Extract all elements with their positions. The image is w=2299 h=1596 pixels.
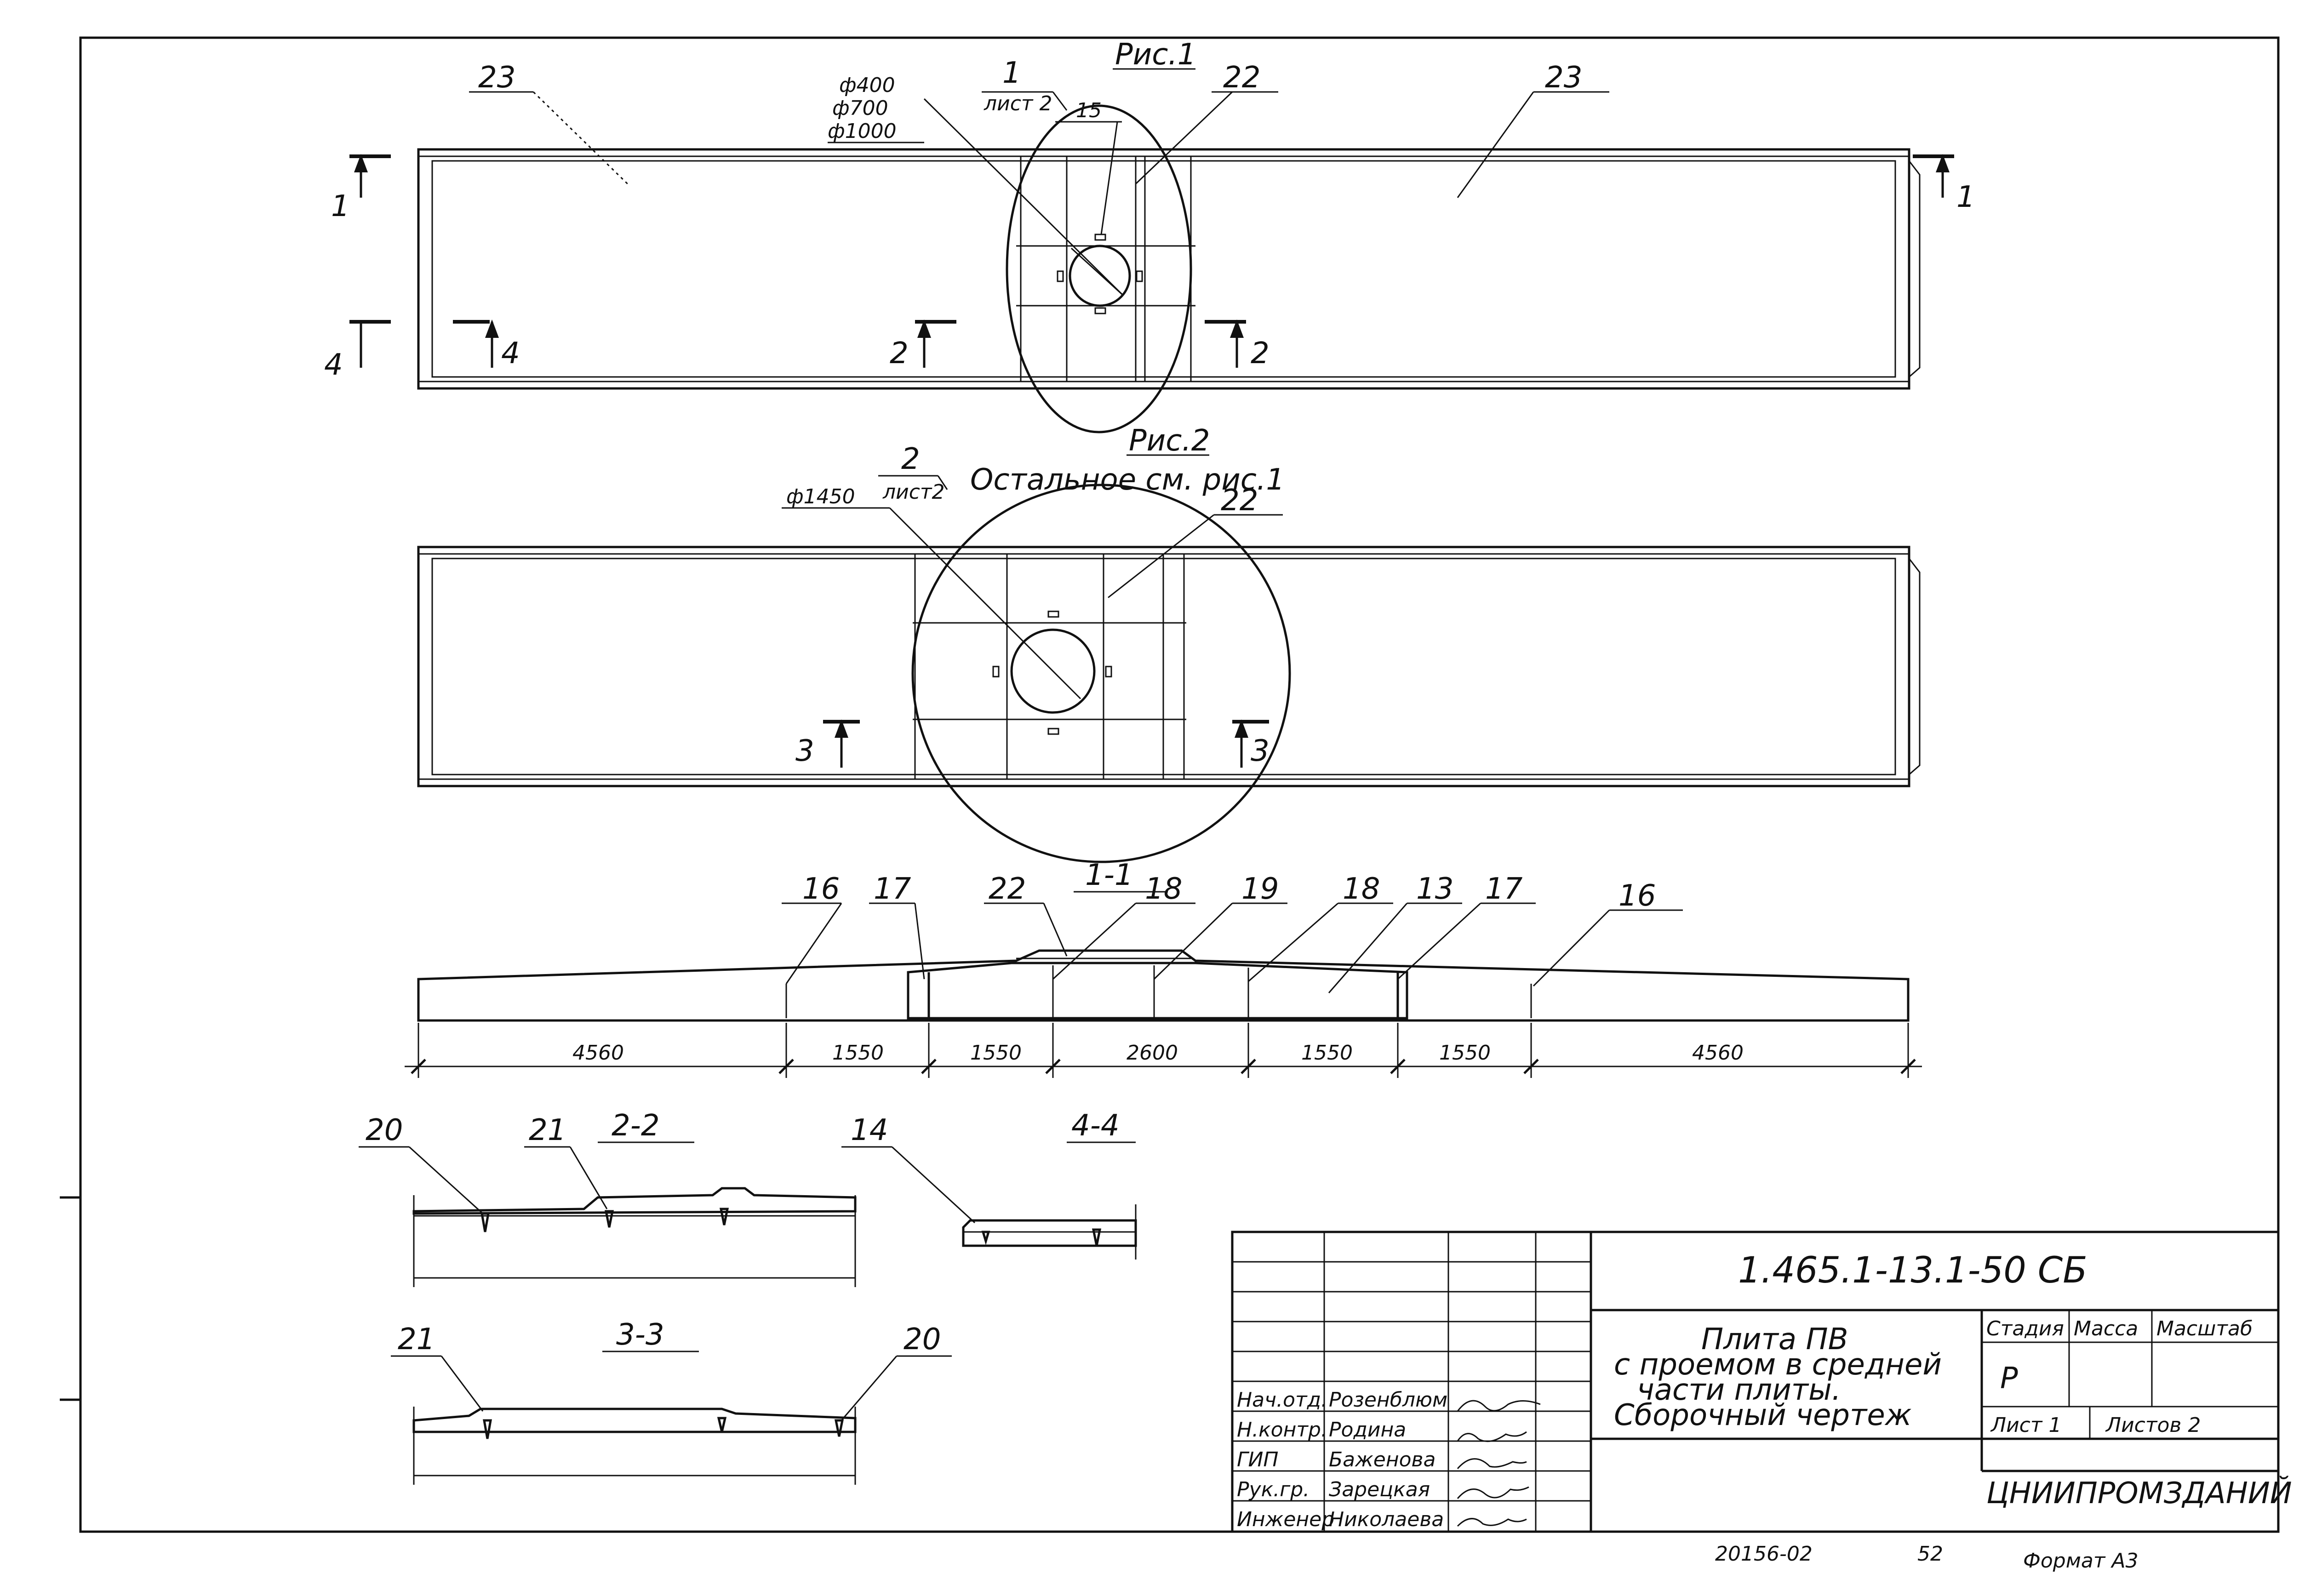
sheet-title-line-4: Сборочный чертеж xyxy=(1614,1398,1912,1432)
section-3-3: 3-3 21 20 xyxy=(391,1318,952,1485)
sheet-code: 1.465.1-13.1-50 СБ xyxy=(1738,1250,2087,1291)
section-1-1-label-16-left: 16 xyxy=(802,872,840,906)
fig1-cut-4-right: 4 xyxy=(501,336,520,370)
fig1-cut-2-right: 2 xyxy=(1251,336,1270,370)
section-4-4: 4-4 14 xyxy=(841,1109,1137,1260)
fig1-cut-1-right: 1 xyxy=(1956,180,1975,214)
fig1-diam-1000: ф1000 xyxy=(828,120,897,143)
fig2-plan: Рис.2 Остальное см. рис.1 xyxy=(417,424,1921,863)
section-1-1-dim-7: 4560 xyxy=(1692,1041,1744,1065)
sheet-number-label: Лист 1 xyxy=(1990,1414,2061,1437)
sheet-title-line-3: части плиты. xyxy=(1637,1373,1841,1407)
fig1-plan: Рис.1 xyxy=(324,38,1975,433)
sheet-count-label: Листов 2 xyxy=(2105,1414,2201,1437)
fig1-cut-1-left: 1 xyxy=(331,189,350,223)
fig1-opening-circle xyxy=(1069,245,1131,307)
signature-name-2: Родина xyxy=(1329,1418,1406,1442)
bottom-page: 52 xyxy=(1917,1542,1943,1566)
fig2-callout-2: 2 xyxy=(901,442,920,476)
section-1-1-dim-4: 2600 xyxy=(1127,1041,1178,1065)
fig1-slab-outline xyxy=(417,148,1921,390)
section-1-1-label-16-right: 16 xyxy=(1618,879,1656,913)
fig2-diam-1450: ф1450 xyxy=(786,485,855,508)
handwritten-signatures xyxy=(1457,1400,1541,1527)
signature-role-1: Нач.отд. xyxy=(1237,1388,1327,1412)
fig2-leaders xyxy=(782,475,1283,700)
fig1-callout-1: 1 xyxy=(1002,56,1021,90)
fig2-cut-3-right: 3 xyxy=(1251,734,1270,768)
fig1-diam-400: ф400 xyxy=(839,74,895,97)
organization-name: ЦНИИПРОМЗДАНИЙ xyxy=(1986,1476,2292,1510)
stage-value: Р xyxy=(2000,1362,2018,1396)
sheet-title-line-2: с проемом в средней xyxy=(1614,1348,1942,1382)
fig2-opening-circle xyxy=(1010,628,1096,714)
section-1-1-leaders xyxy=(782,902,1683,993)
fig1-label-23-left: 23 xyxy=(478,61,515,95)
scale-header: Масштаб xyxy=(2156,1317,2253,1340)
section-2-2: 2-2 20 21 xyxy=(359,1109,857,1287)
section-1-1-label-19: 19 xyxy=(1241,872,1279,906)
fig2-cut-3-left: 3 xyxy=(795,734,814,768)
stage-header: Стадия xyxy=(1986,1317,2064,1340)
fig1-cut-4-left: 4 xyxy=(324,348,343,382)
fig1-diam-700: ф700 xyxy=(832,97,888,120)
title-block: 1.465.1-13.1-50 СБ Плита ПВ с проемом в … xyxy=(1231,1231,2292,1533)
section-1-1-dim-5: 1550 xyxy=(1301,1041,1353,1065)
section-1-1-title: 1-1 xyxy=(1085,858,1133,892)
section-1-1-dim-6: 1550 xyxy=(1439,1041,1491,1065)
sheet-border xyxy=(60,36,2280,1533)
section-3-3-label-21: 21 xyxy=(398,1322,435,1357)
fig1-label-15: 15 xyxy=(1076,99,1102,122)
fig1-label-22: 22 xyxy=(1223,61,1260,95)
fig1-cut-2-left: 2 xyxy=(890,336,909,370)
section-1-1-dim-2: 1550 xyxy=(832,1041,884,1065)
fig1-label-23-right: 23 xyxy=(1545,61,1582,95)
fig2-opening-zone xyxy=(911,484,1291,863)
signature-name-4: Зарецкая xyxy=(1329,1478,1430,1501)
bottom-number: 20156-02 xyxy=(1715,1542,1813,1566)
section-3-3-title: 3-3 xyxy=(616,1318,664,1352)
signature-name-5: Николаева xyxy=(1329,1508,1444,1531)
fig1-callout-1-sheet: лист 2 xyxy=(984,92,1052,115)
section-2-2-label-21: 21 xyxy=(529,1113,566,1147)
fig1-leaders xyxy=(469,91,1609,295)
fig2-title: Рис.2 xyxy=(1129,424,1210,458)
signature-name-3: Баженова xyxy=(1329,1448,1435,1471)
signature-role-2: Н.контр. xyxy=(1237,1418,1327,1442)
fig2-label-22: 22 xyxy=(1221,484,1258,518)
section-3-3-label-20: 20 xyxy=(904,1322,941,1357)
section-4-4-title: 4-4 xyxy=(1071,1109,1120,1143)
section-1-1-label-22: 22 xyxy=(989,872,1026,906)
signature-role-5: Инженер xyxy=(1237,1508,1334,1531)
mass-header: Масса xyxy=(2074,1317,2138,1340)
fig2-note: Остальное см. рис.1 xyxy=(970,463,1285,497)
section-2-2-title: 2-2 xyxy=(612,1109,660,1143)
fig2-callout-2-sheet: лист2 xyxy=(882,480,945,504)
section-1-1-label-18-left: 18 xyxy=(1145,872,1182,906)
section-1-1-label-13: 13 xyxy=(1416,872,1453,906)
sheet-title-line-1: Плита ПВ xyxy=(1701,1322,1848,1357)
section-1-1-label-17-left: 17 xyxy=(874,872,911,906)
signature-role-4: Рук.гр. xyxy=(1237,1478,1310,1501)
section-2-2-label-20: 20 xyxy=(366,1113,403,1147)
format-label: Формат А3 xyxy=(2023,1549,2139,1573)
section-1-1-profile xyxy=(417,949,1910,1022)
section-1-1-dimension-line xyxy=(405,1023,1922,1078)
section-1-1-dim-3: 1550 xyxy=(970,1041,1022,1065)
section-4-4-label-14: 14 xyxy=(851,1113,888,1147)
signature-name-1: Розенблюм xyxy=(1329,1388,1447,1412)
fig2-cut-markers xyxy=(823,719,1269,768)
fig1-title: Рис.1 xyxy=(1115,38,1196,72)
section-1-1-label-18-right: 18 xyxy=(1343,872,1380,906)
section-1-1: 1-1 xyxy=(405,858,1922,1078)
fig1-cut-markers xyxy=(349,154,1954,368)
section-1-1-label-17-right: 17 xyxy=(1485,872,1523,906)
section-1-1-dim-1: 4560 xyxy=(572,1041,624,1065)
fig2-slab-outline xyxy=(417,546,1921,787)
signature-role-3: ГИП xyxy=(1237,1448,1279,1471)
fig1-opening-zone xyxy=(1006,104,1195,433)
